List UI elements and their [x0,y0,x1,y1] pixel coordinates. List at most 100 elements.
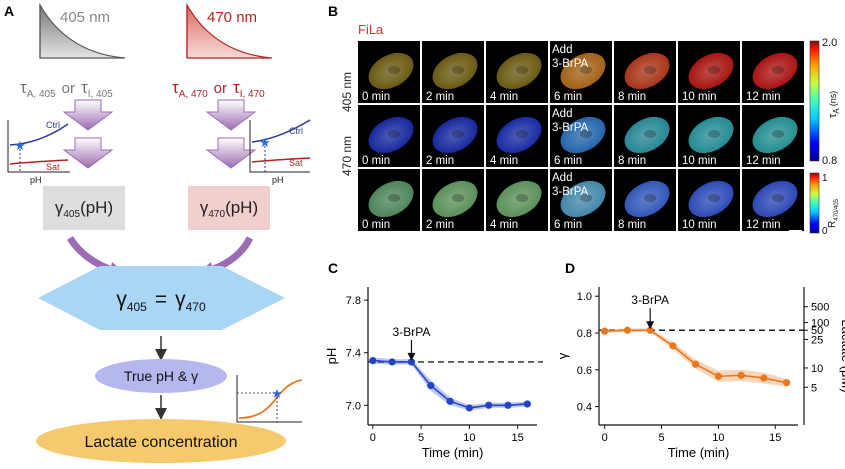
y-tick-label: 0.6 [577,365,592,377]
y2-tick-label: 500 [811,302,829,314]
colorbar-ratio-min: 0 [822,226,828,237]
y-tick-label: 0.4 [577,402,592,414]
microscopy-tile-ratio-6: 12 min [742,169,804,231]
data-point [388,358,396,366]
time-label: 12 min [746,219,781,231]
time-label: 2 min [426,91,454,103]
time-label: 6 min [554,91,582,103]
annotation-arrowhead [646,321,655,330]
gamma-470-box [188,186,270,230]
microscopy-tile-405-6: 12 min [742,41,804,103]
y-tick-label: 7.8 [346,295,361,307]
excitation-470-label: 470 nm [207,9,257,26]
microscopy-tile-470-0: 0 min [358,105,420,167]
cell-nucleus [644,130,656,138]
microscopy-tile-405-0: 0 min [358,41,420,103]
gamma-405-box [43,186,125,230]
time-label: 10 min [682,91,717,103]
cell-nucleus [644,66,656,74]
x-tick-label: 5 [418,432,424,444]
cell-nucleus [708,66,720,74]
time-label: 12 min [746,91,781,103]
y-tick-label: 1.0 [577,291,592,303]
cell-highlight [368,52,414,90]
data-point [446,397,454,405]
drug-label: 3-BrPA [552,122,589,134]
data-point [427,381,435,390]
cell-nucleus [580,130,592,138]
panel-letter-d: D [565,260,575,276]
star-icon: ★ [271,386,283,401]
data-point [646,326,654,334]
cell-nucleus [772,66,784,74]
x-tick-label: 10 [463,432,475,444]
cell-highlight [560,180,606,218]
cell-highlight [752,52,798,90]
cell-nucleus [644,194,656,202]
data-point [601,327,609,335]
cell-nucleus [388,194,400,202]
microscopy-tile-470-6: 12 min [742,105,804,167]
calibration-inset-right: ★ Ctrl Sat pH [249,119,311,185]
cell-nucleus [580,194,592,202]
x-axis-label: Time (min) [668,445,730,460]
cell-highlight [432,116,478,154]
cell-highlight [560,116,606,154]
data-point [737,371,745,379]
star-icon: ★ [259,135,271,150]
data-point [783,379,791,387]
x-tick-label: 10 [712,432,724,444]
add-label: Add [552,44,572,56]
time-label: 0 min [362,91,390,103]
time-label: 10 min [682,219,717,231]
inset-ph-label: pH [272,175,284,185]
decay-curve-405 [39,2,126,59]
cell-highlight [752,116,798,154]
annotation-label: 3-BrPA [393,325,431,339]
cell-highlight [624,116,670,154]
down-chevron-icon [62,99,114,131]
cell-highlight [496,180,542,218]
drug-label: 3-BrPA [552,186,589,198]
cell-nucleus [452,194,464,202]
lactate-curve-inset: ★ [236,375,303,423]
x-tick-label: 5 [658,432,664,444]
microscopy-tile-405-4: 8 min [614,41,676,103]
time-label: 8 min [618,219,646,231]
y-axis-label: pH [324,348,339,365]
cell-nucleus [516,66,528,74]
cell-nucleus [516,194,528,202]
data-point [760,374,768,382]
x-axis-label: Time (min) [422,445,484,460]
time-label: 2 min [426,155,454,167]
cell-highlight [432,180,478,218]
y2-tick-label: 10 [811,363,823,375]
x-tick-label: 0 [370,432,376,444]
add-label: Add [552,108,572,120]
cell-highlight [752,180,798,218]
y2-tick-label: 5 [811,382,817,394]
y-tick-label: 7.0 [346,400,361,412]
y2-tick-label: 25 [811,334,823,346]
microscopy-tile-ratio-1: 2 min [422,169,484,231]
time-label: 6 min [554,219,582,231]
microscopy-tile-405-1: 2 min [422,41,484,103]
lactate-label: Lactate concentration [85,434,238,451]
inset-ctrl-label: Ctrl [289,126,303,136]
data-point [692,360,700,368]
gamma-470-label: γ470(pH) [200,198,258,220]
microscopy-tile-405-5: 10 min [678,41,740,103]
down-chevron-icon [205,137,257,169]
x-tick-label: 15 [512,432,524,444]
time-label: 12 min [746,155,781,167]
y2-axis-label: Lactate (μM) [839,319,845,392]
cell-highlight [496,116,542,154]
